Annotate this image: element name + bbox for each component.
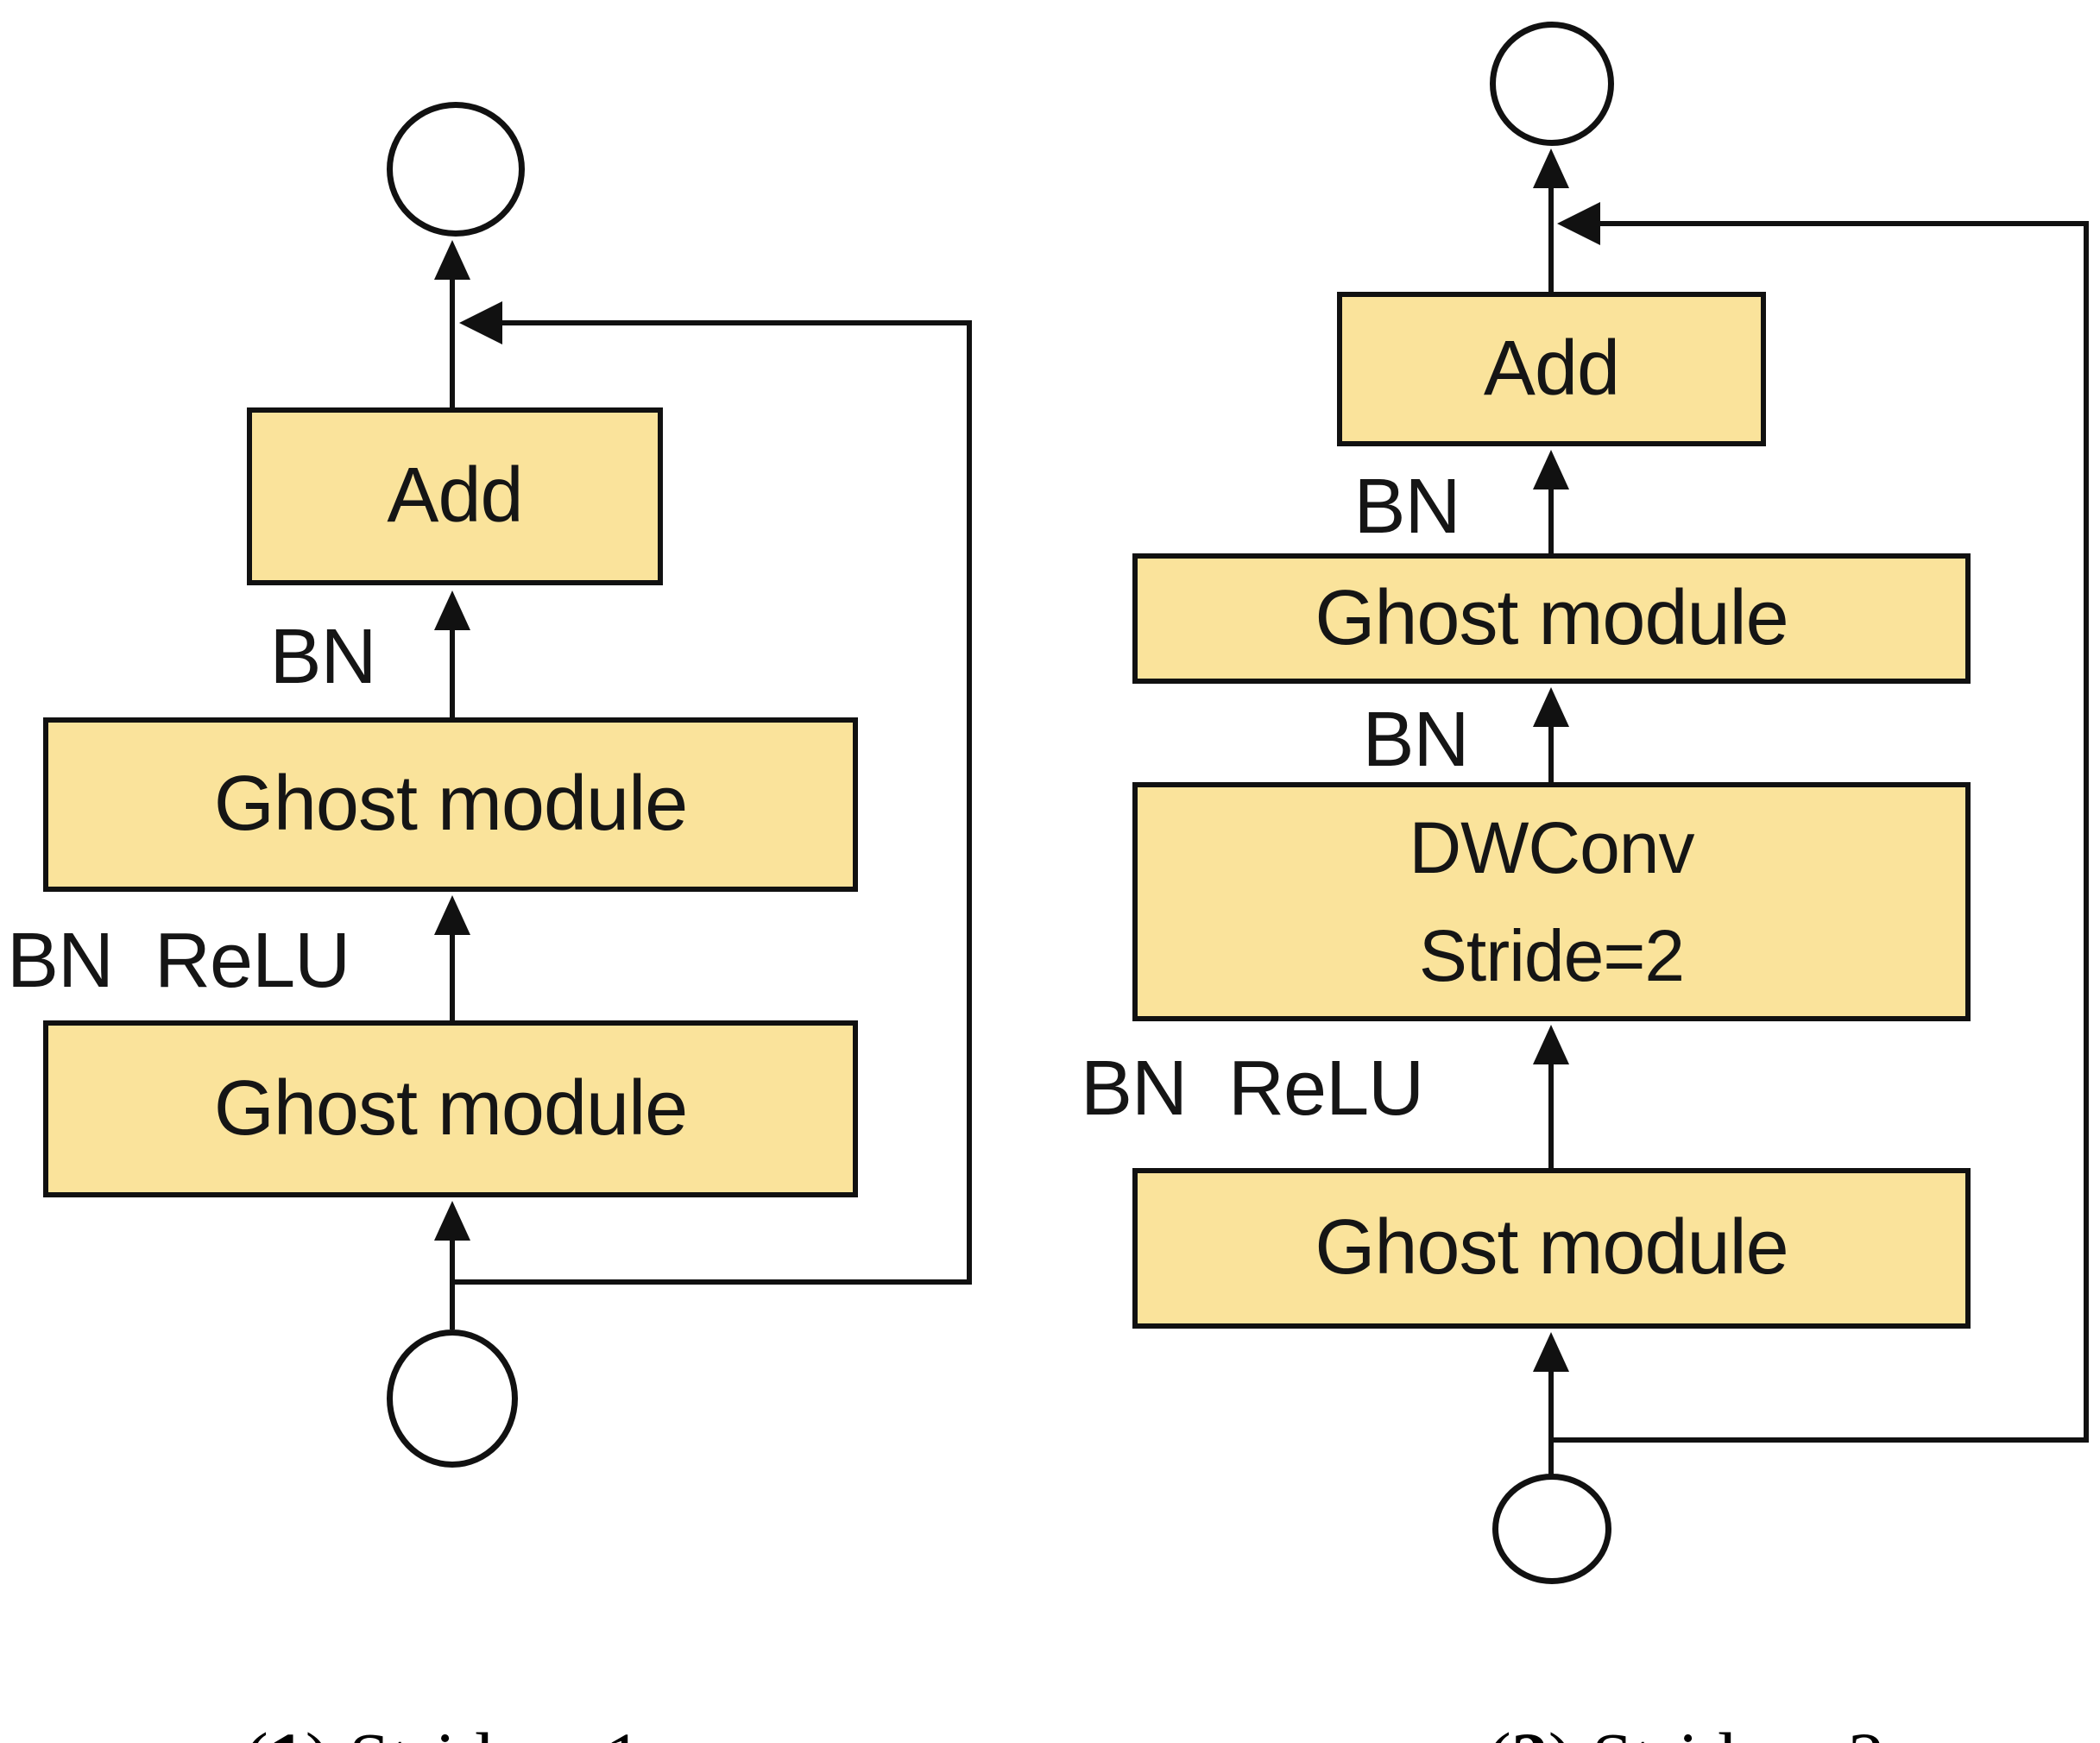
d1-ghost-module-2-box: Ghost module xyxy=(43,1020,858,1197)
d2-caption-number: 2 xyxy=(1511,1717,1548,1743)
d1-caption: (1) Stride = 1 xyxy=(104,1647,708,1743)
d2-bn-top-label: BN xyxy=(1353,464,1460,550)
d2-output-node xyxy=(1490,22,1614,146)
d2-arrowhead-input-to-ghostbottom xyxy=(1533,1332,1569,1372)
d1-arrowhead-add-to-output xyxy=(434,240,470,280)
d1-caption-paren-open: ( xyxy=(243,1717,268,1743)
d2-caption: (2) Stride = 2 xyxy=(1346,1647,1951,1743)
d1-add-box: Add xyxy=(247,407,663,585)
d2-ghost-module-bottom-box: Ghost module xyxy=(1132,1168,1971,1329)
d2-dwconv-label-line1: DWConv xyxy=(1409,806,1694,888)
d2-arrow-line-input-to-ghostbottom xyxy=(1548,1367,1554,1475)
d2-arrow-line-ghosttop-to-add xyxy=(1548,484,1554,553)
d1-add-label: Add xyxy=(387,452,523,540)
d2-arrowhead-add-to-output xyxy=(1533,148,1569,188)
d2-bn-mid-label: BN xyxy=(1362,697,1469,783)
d1-skip-line-vertical xyxy=(967,320,972,1285)
d2-input-node xyxy=(1492,1474,1611,1584)
d1-arrow-line-ghost2-to-ghost1 xyxy=(450,930,455,1020)
d2-ghost-module-bottom-label: Ghost module xyxy=(1315,1204,1788,1291)
d2-caption-paren-open: ( xyxy=(1486,1717,1511,1743)
d2-ghost-module-top-label: Ghost module xyxy=(1315,574,1788,661)
d2-dwconv-label-line2: Stride=2 xyxy=(1418,914,1685,996)
d2-arrowhead-ghosttop-to-add xyxy=(1533,450,1569,489)
d1-ghost-module-1-box: Ghost module xyxy=(43,717,858,892)
d1-ghost-module-2-label: Ghost module xyxy=(213,1064,688,1152)
d2-arrow-line-add-to-output xyxy=(1548,183,1554,292)
d2-add-box: Add xyxy=(1337,292,1766,446)
d1-arrow-line-input-to-ghost2 xyxy=(450,1235,455,1329)
d1-output-node xyxy=(387,102,525,237)
d1-caption-paren-close: ) xyxy=(306,1717,331,1743)
d1-caption-number: 1 xyxy=(268,1717,306,1743)
d2-skip-line-top xyxy=(1595,221,2089,226)
d2-arrow-line-dwconv-to-ghosttop xyxy=(1548,722,1554,782)
d2-dwconv-box: DWConv Stride=2 xyxy=(1132,782,1971,1021)
d2-arrowhead-dwconv-to-ghosttop xyxy=(1533,687,1569,727)
d1-arrowhead-input-to-ghost2 xyxy=(434,1201,470,1241)
d2-add-label: Add xyxy=(1483,325,1620,412)
d2-arrow-line-ghostbottom-to-dwconv xyxy=(1548,1059,1554,1168)
d1-bn-relu-label: BN ReLU xyxy=(7,918,350,1004)
d1-arrow-line-add-to-output xyxy=(450,275,455,407)
d1-skip-line-top xyxy=(497,320,972,325)
d1-skip-arrowhead xyxy=(459,301,502,344)
d1-arrowhead-ghost2-to-ghost1 xyxy=(434,895,470,935)
d1-skip-line-bottom xyxy=(450,1279,972,1285)
d2-skip-arrowhead xyxy=(1557,202,1600,245)
d1-input-node xyxy=(387,1329,518,1468)
d2-skip-line-bottom xyxy=(1551,1437,2089,1443)
d1-arrow-line-ghost1-to-add xyxy=(450,625,455,717)
d2-caption-paren-close: ) xyxy=(1548,1717,1573,1743)
d1-arrowhead-ghost1-to-add xyxy=(434,590,470,630)
d2-skip-line-vertical xyxy=(2084,221,2089,1443)
d2-caption-text: Stride = 2 xyxy=(1573,1717,1885,1743)
d2-bn-relu-label: BN ReLU xyxy=(1081,1045,1424,1132)
d1-ghost-module-1-label: Ghost module xyxy=(213,761,688,848)
d2-ghost-module-top-box: Ghost module xyxy=(1132,553,1971,684)
d1-caption-text: Stride = 1 xyxy=(330,1717,642,1743)
d1-bn-label: BN xyxy=(269,614,376,700)
d2-arrowhead-ghostbottom-to-dwconv xyxy=(1533,1025,1569,1064)
